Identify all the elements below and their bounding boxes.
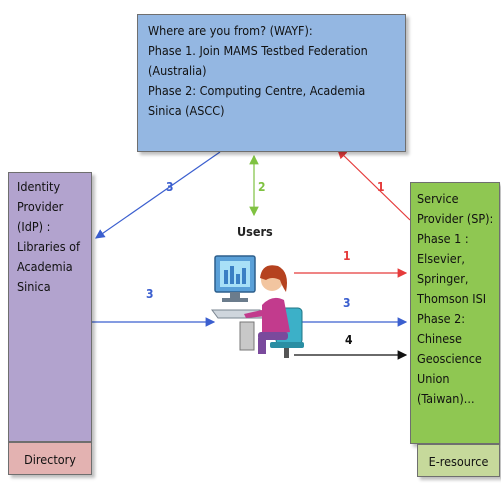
identity-provider-box: Identity Provider (IdP) : Libraries of A… xyxy=(8,172,92,442)
sp-line-6: Thomson ISI xyxy=(417,291,487,306)
step-label-users-to-sp-1: 1 xyxy=(343,249,351,263)
wayf-line-1: Where are you from? (WAYF): xyxy=(148,23,313,38)
sp-line-11: (Taiwan)... xyxy=(417,391,475,406)
directory-label: Directory xyxy=(8,442,92,475)
e-resource-label: E-resource xyxy=(417,444,500,477)
idp-line-5: Academia xyxy=(17,259,73,274)
user-at-computer-illustration xyxy=(211,255,304,358)
wayf-line-5: Sinica (ASCC) xyxy=(148,103,225,118)
step-label-wayf-to-idp: 3 xyxy=(166,180,174,194)
sp-line-10: Union xyxy=(417,371,450,386)
idp-line-6: Sinica xyxy=(17,279,51,294)
sp-line-8: Chinese xyxy=(417,331,462,346)
wayf-line-2: Phase 1. Join MAMS Testbed Federation xyxy=(148,43,368,58)
sp-line-7: Phase 2: xyxy=(417,311,466,326)
wayf-box: Where are you from? (WAYF): Phase 1. Joi… xyxy=(137,14,406,152)
wayf-line-4: Phase 2: Computing Centre, Academia xyxy=(148,83,366,98)
idp-line-4: Libraries of xyxy=(17,239,80,254)
wayf-line-3: (Australia) xyxy=(148,63,207,78)
idp-line-1: Identity xyxy=(17,179,61,194)
users-label: Users xyxy=(237,224,273,239)
step-label-users-to-sp-4: 4 xyxy=(345,333,353,347)
sp-line-9: Geoscience xyxy=(417,351,482,366)
service-provider-box: Service Provider (SP): Phase 1 : Elsevie… xyxy=(410,182,500,444)
step-label-wayf-users: 2 xyxy=(258,180,266,194)
step-label-sp-to-wayf: 1 xyxy=(377,180,385,194)
arrow-sp-to-wayf xyxy=(337,149,411,221)
step-label-users-to-sp-3: 3 xyxy=(343,296,351,310)
sp-line-2: Provider (SP): xyxy=(417,211,494,226)
sp-line-4: Elsevier, xyxy=(417,251,465,266)
sp-line-3: Phase 1 : xyxy=(417,231,469,246)
sp-line-1: Service xyxy=(417,191,459,206)
arrow-wayf-to-idp xyxy=(95,151,221,239)
sp-line-5: Springer, xyxy=(417,271,469,286)
idp-line-2: Provider xyxy=(17,199,64,214)
step-label-idp-to-users: 3 xyxy=(146,287,154,301)
idp-line-3: (IdP) : xyxy=(17,219,51,234)
